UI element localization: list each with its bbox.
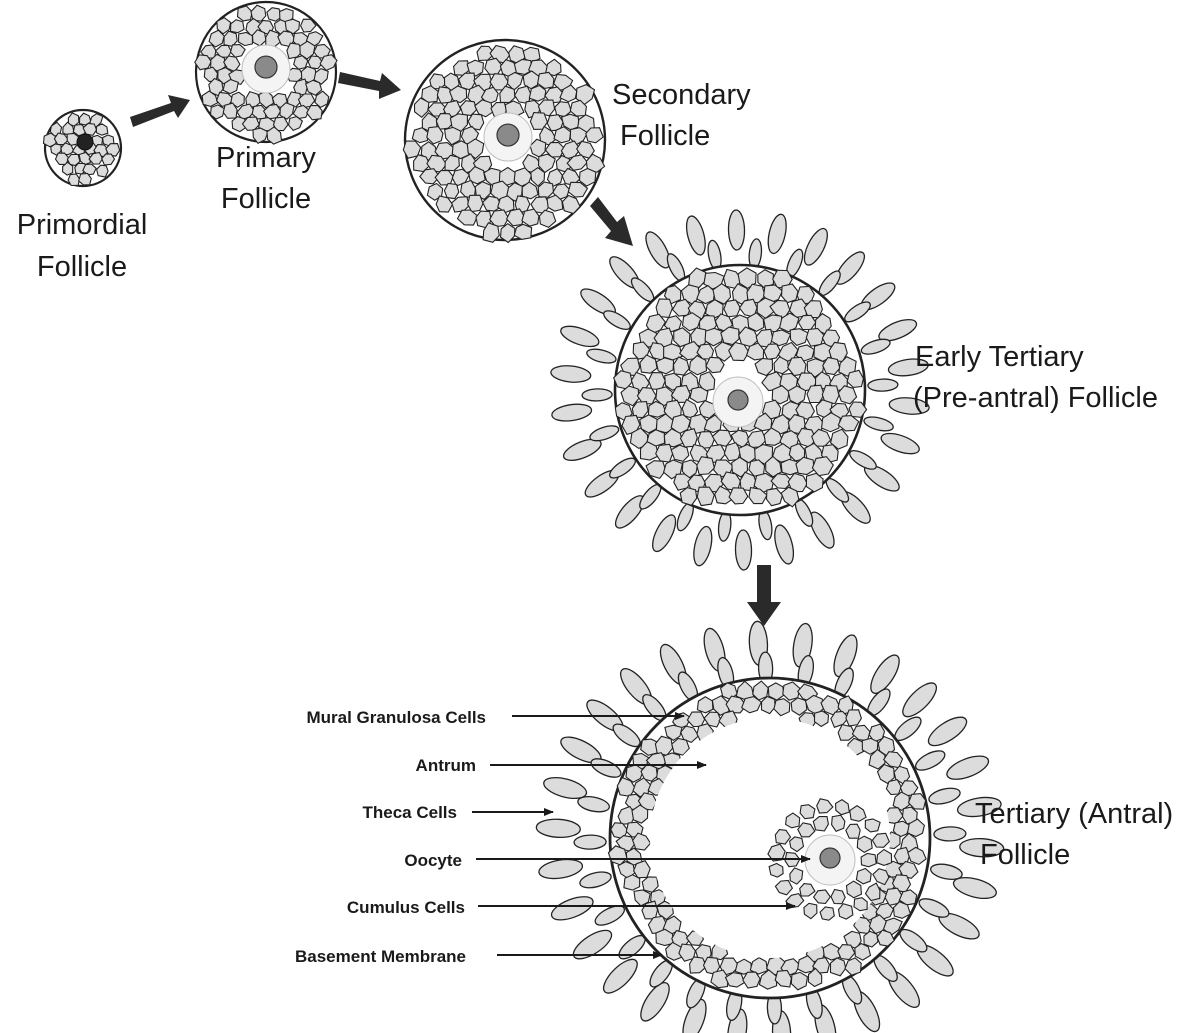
label-primary-line2: Follicle bbox=[221, 183, 311, 215]
oocyte-nucleus bbox=[255, 56, 277, 78]
theca-cell bbox=[771, 523, 797, 566]
theca-cell bbox=[728, 210, 745, 250]
theca-cell bbox=[558, 322, 601, 350]
theca-cell bbox=[601, 307, 633, 333]
theca-cell bbox=[800, 225, 832, 268]
granulosa-cell bbox=[97, 165, 109, 177]
label-oocyte: Oocyte bbox=[404, 851, 462, 870]
theca-cell bbox=[765, 213, 789, 256]
arrow-primary-to-secondary bbox=[338, 72, 401, 99]
oocyte-nucleus bbox=[728, 390, 748, 410]
label-primordial-line2: Follicle bbox=[37, 251, 127, 283]
oocyte-nucleus bbox=[820, 848, 840, 868]
theca-cell bbox=[551, 402, 593, 423]
theca-cell bbox=[868, 379, 898, 392]
label-antrum: Antrum bbox=[416, 756, 476, 775]
granulosa-cell bbox=[831, 890, 845, 904]
theca-cell bbox=[550, 364, 591, 384]
theca-cell bbox=[879, 429, 922, 457]
granulosa-cell bbox=[514, 224, 531, 239]
granulosa-cell bbox=[656, 358, 673, 374]
theca-cell bbox=[598, 954, 642, 998]
theca-cell bbox=[578, 869, 612, 890]
arrow-primordial-to-primary bbox=[130, 95, 190, 127]
theca-cell bbox=[582, 388, 612, 401]
tertiary-follicle-illustration bbox=[536, 621, 1004, 1033]
granulosa-cell bbox=[886, 780, 901, 795]
granulosa-cell bbox=[412, 128, 428, 143]
primordial-follicle-illustration bbox=[44, 110, 122, 186]
label-tertiary-line2: Follicle bbox=[980, 839, 1070, 871]
oocyte-nucleus bbox=[497, 124, 519, 146]
theca-cell bbox=[735, 530, 752, 570]
granulosa-cell bbox=[769, 864, 783, 878]
theca-cell bbox=[863, 414, 895, 433]
granulosa-cell bbox=[649, 373, 666, 390]
theca-cell bbox=[924, 712, 971, 751]
theca-cell bbox=[944, 751, 992, 784]
granulosa-cell bbox=[444, 184, 458, 199]
arrow-secondary-to-early-tertiary bbox=[590, 197, 633, 246]
granulosa-cell bbox=[807, 385, 824, 402]
oocyte-nucleus bbox=[77, 134, 93, 150]
label-early-tertiary-line2: (Pre-antral) Follicle bbox=[913, 382, 1158, 414]
theca-cell bbox=[683, 214, 709, 257]
early-tertiary-follicle-illustration bbox=[550, 210, 930, 570]
theca-cell bbox=[927, 785, 961, 806]
theca-cell bbox=[607, 455, 638, 482]
theca-cell bbox=[574, 835, 606, 850]
label-primordial-line1: Primordial bbox=[17, 209, 148, 241]
label-theca-cells: Theca Cells bbox=[363, 803, 458, 822]
theca-cell bbox=[569, 925, 616, 964]
granulosa-cell bbox=[724, 300, 740, 317]
theca-cell bbox=[913, 747, 948, 774]
granulosa-cell bbox=[239, 32, 253, 45]
label-early-tertiary-line1: Early Tertiary bbox=[915, 341, 1084, 373]
theca-cell bbox=[917, 895, 952, 921]
granulosa-cell bbox=[68, 174, 79, 186]
arrow-early-to-tertiary bbox=[747, 565, 781, 626]
granulosa-cell bbox=[854, 898, 867, 911]
theca-cell bbox=[648, 512, 680, 555]
primary-follicle-illustration bbox=[195, 2, 337, 144]
label-mural-granulosa-cells: Mural Granulosa Cells bbox=[307, 708, 487, 727]
theca-cell bbox=[842, 298, 873, 325]
theca-cell bbox=[549, 892, 597, 925]
theca-cell bbox=[691, 525, 715, 568]
theca-cell bbox=[860, 336, 892, 357]
granulosa-cell bbox=[624, 875, 640, 890]
theca-cell bbox=[589, 755, 624, 781]
label-secondary-line1: Secondary bbox=[612, 79, 751, 111]
theca-cell bbox=[538, 857, 584, 882]
granulosa-cell bbox=[468, 195, 483, 211]
label-cumulus-cells: Cumulus Cells bbox=[347, 898, 465, 917]
theca-cell bbox=[898, 678, 942, 722]
label-basement-membrane: Basement Membrane bbox=[295, 947, 466, 966]
granulosa-cell bbox=[865, 819, 880, 832]
theca-cell bbox=[934, 827, 966, 842]
theca-cell bbox=[929, 862, 963, 882]
theca-cell bbox=[847, 447, 879, 473]
label-primary-line1: Primary bbox=[216, 142, 316, 174]
granulosa-cell bbox=[79, 174, 92, 185]
theca-cell bbox=[585, 347, 617, 366]
theca-cell bbox=[536, 818, 581, 838]
label-tertiary-line1: Tertiary (Antral) bbox=[975, 798, 1173, 830]
secondary-follicle-illustration bbox=[403, 40, 605, 243]
label-secondary-line2: Follicle bbox=[620, 120, 710, 152]
theca-cell bbox=[588, 423, 620, 444]
granulosa-cell bbox=[861, 854, 876, 867]
theca-cell bbox=[577, 794, 611, 814]
